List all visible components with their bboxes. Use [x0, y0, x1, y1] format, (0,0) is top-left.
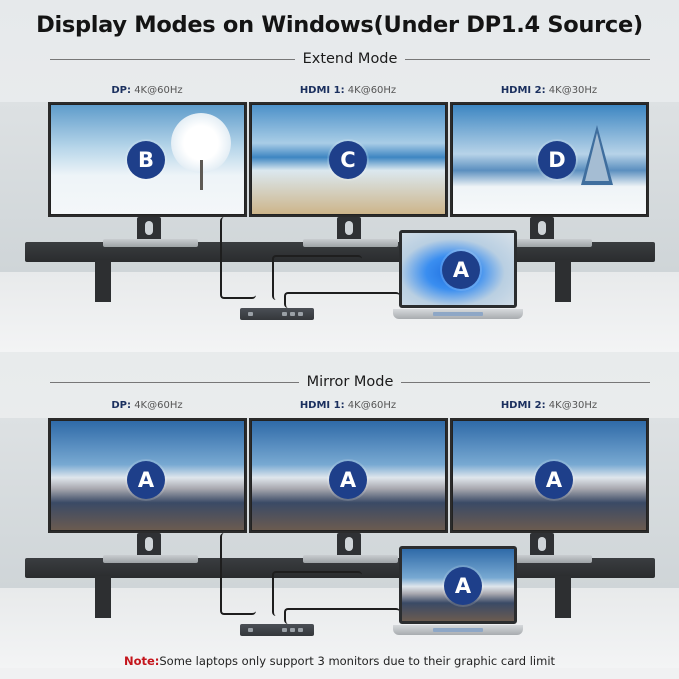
monitor-hdmi2: A [450, 418, 649, 533]
display-badge: A [442, 251, 480, 289]
shelf-leg [555, 576, 571, 618]
extend-mode-label: Extend Mode [302, 51, 398, 67]
port-spec: 4K@30Hz [545, 85, 598, 96]
dock-port [282, 628, 287, 632]
monitor-stand-base [303, 239, 398, 247]
display-badge: C [329, 141, 367, 179]
laptop-screen: A [399, 546, 517, 624]
note-label: Note: [123, 654, 160, 668]
extend-mode-heading: Extend Mode [50, 49, 651, 69]
cable [284, 608, 400, 624]
dock-port [248, 628, 253, 632]
port-label-hdmi2: HDMI 2: 4K@30Hz [449, 400, 649, 411]
monitor-stand [530, 217, 554, 243]
port-label-hdmi1: HDMI 1: 4K@60Hz [248, 400, 448, 411]
dock-port [298, 628, 303, 632]
dock-port [282, 312, 287, 316]
port-name: HDMI 2: [500, 85, 546, 96]
extend-mode-scene: B C D A [0, 102, 679, 352]
divider-line [50, 58, 295, 60]
dock-port [248, 312, 253, 316]
monitor-stand-base [103, 239, 198, 247]
display-badge: B [127, 141, 165, 179]
display-badge: A [127, 461, 165, 499]
laptop-keyboard-base [393, 625, 523, 635]
monitor-stand [530, 533, 554, 559]
monitor-stand-base [303, 555, 398, 563]
footnote: Note:Some laptops only support 3 monitor… [0, 654, 679, 668]
divider-line [50, 381, 299, 383]
divider-line [401, 381, 650, 383]
display-badge: A [444, 567, 482, 605]
monitor-hdmi1: C [249, 102, 448, 217]
cable [272, 571, 362, 616]
laptop-keyboard-base [393, 309, 523, 319]
port-label-dp: DP: 4K@60Hz [47, 85, 247, 96]
mirror-mode-label: Mirror Mode [306, 374, 394, 390]
port-label-hdmi1: HDMI 1: 4K@60Hz [248, 85, 448, 96]
monitor-dp: B [48, 102, 247, 217]
laptop-screen: A [399, 230, 517, 308]
monitor-stand [337, 533, 361, 559]
port-spec: 4K@60Hz [131, 85, 183, 96]
cable [284, 292, 400, 308]
port-name: DP: [111, 85, 132, 96]
monitor-stand-base [497, 239, 592, 247]
divider-line [405, 58, 651, 60]
port-spec: 4K@30Hz [545, 400, 598, 411]
monitor-stand-base [497, 555, 592, 563]
shelf-leg [95, 576, 111, 618]
mirror-mode-scene: A A A A [0, 418, 679, 668]
monitor-hdmi2: D [450, 102, 649, 217]
shelf-leg [95, 260, 111, 302]
monitor-stand [337, 217, 361, 243]
shelf-leg [555, 260, 571, 302]
port-spec: 4K@60Hz [131, 400, 183, 411]
monitor-stand [137, 217, 161, 243]
snowy-pine-image [581, 125, 613, 185]
port-label-hdmi2: HDMI 2: 4K@30Hz [449, 85, 649, 96]
docking-station [240, 624, 314, 636]
display-badge: A [535, 461, 573, 499]
cable [272, 255, 362, 300]
port-name: DP: [111, 400, 132, 411]
port-spec: 4K@60Hz [344, 85, 397, 96]
port-spec: 4K@60Hz [344, 400, 397, 411]
tree-trunk [200, 160, 203, 190]
dock-port [290, 628, 295, 632]
page-title: Display Modes on Windows(Under DP1.4 Sou… [36, 12, 643, 38]
docking-station [240, 308, 314, 320]
cable [220, 533, 256, 615]
dock-port [290, 312, 295, 316]
cable [220, 217, 256, 299]
display-badge: A [329, 461, 367, 499]
port-label-dp: DP: 4K@60Hz [47, 400, 247, 411]
monitor-stand-base [103, 555, 198, 563]
dock-port [298, 312, 303, 316]
display-badge: D [538, 141, 576, 179]
mirror-mode-heading: Mirror Mode [50, 372, 650, 392]
monitor-hdmi1: A [249, 418, 448, 533]
monitor-stand [137, 533, 161, 559]
port-name: HDMI 1: [299, 400, 345, 411]
note-text: Some laptops only support 3 monitors due… [159, 654, 556, 668]
monitor-dp: A [48, 418, 247, 533]
port-name: HDMI 2: [500, 400, 546, 411]
port-name: HDMI 1: [299, 85, 345, 96]
